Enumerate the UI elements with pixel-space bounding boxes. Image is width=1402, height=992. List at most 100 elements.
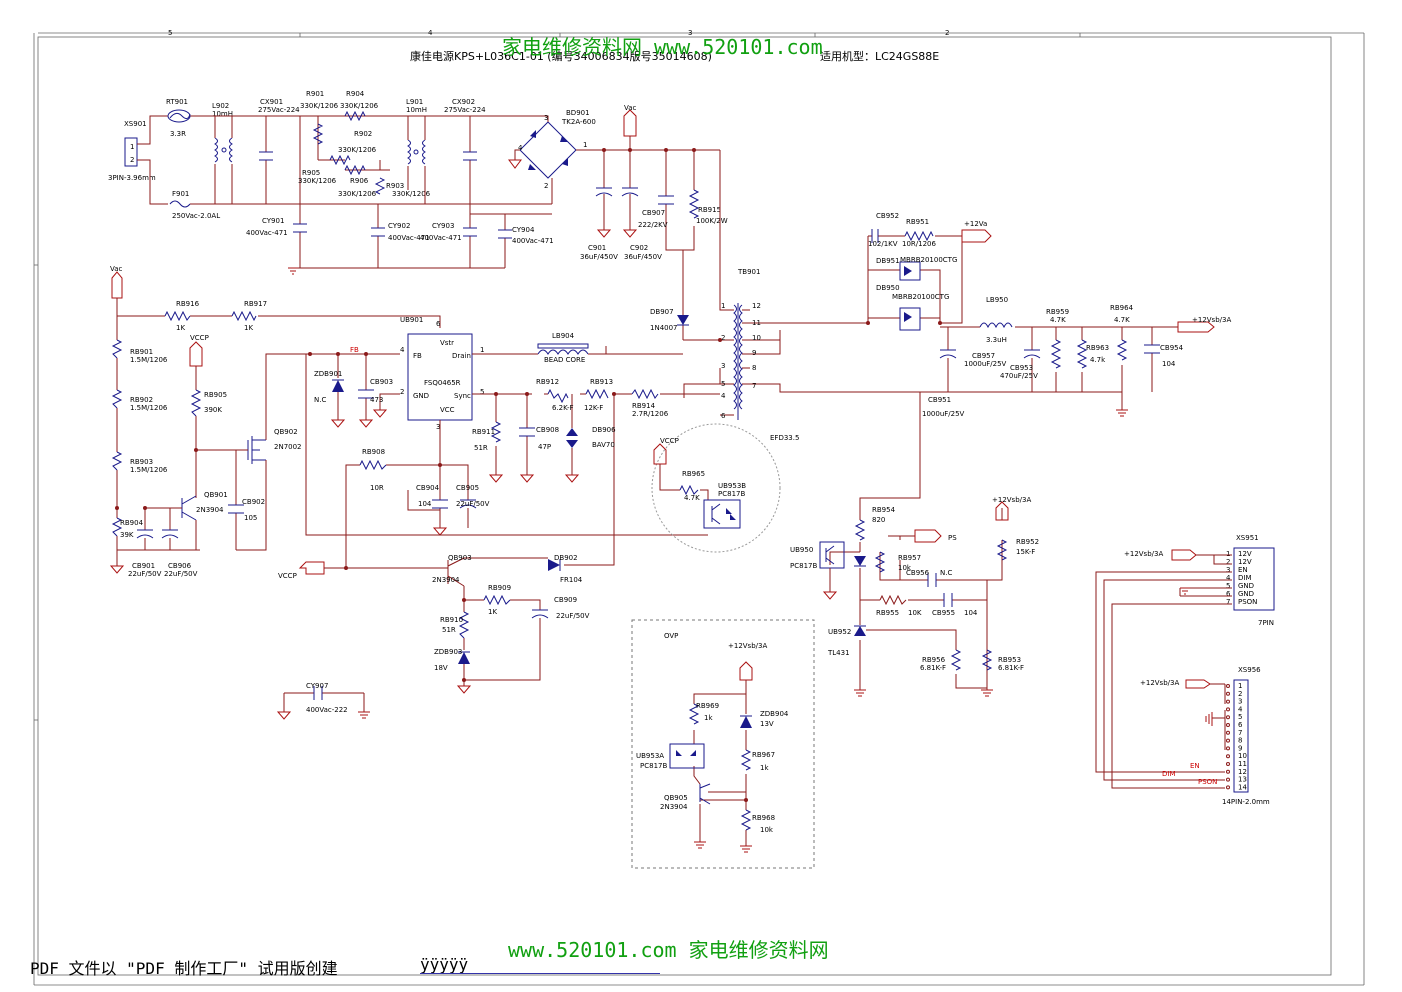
schematic-wire xyxy=(744,798,748,802)
rb904-value: 39K xyxy=(120,531,134,539)
rb902-value: 1.5M/1206 xyxy=(130,404,168,412)
schematic-wire xyxy=(288,267,298,275)
schematic-label: 2 xyxy=(544,182,548,190)
schematic-wire xyxy=(688,703,700,725)
cy903-label: CY903 xyxy=(432,222,454,230)
schematic-wire xyxy=(603,150,631,230)
xs951-pin-number: 5 xyxy=(1226,582,1230,590)
schematic-wire xyxy=(1171,549,1197,561)
schematic-wire xyxy=(1095,554,1232,789)
rb965-label: RB965 xyxy=(682,470,705,478)
schematic-wire xyxy=(740,845,752,853)
schematic-wire xyxy=(407,139,426,165)
r904-label: R904 xyxy=(346,90,365,98)
schematic-wire xyxy=(1205,712,1213,726)
rb912-label: RB912 xyxy=(536,378,559,386)
rb967-value: 1k xyxy=(760,764,769,772)
db907-value: 1N4007 xyxy=(650,324,678,332)
schematic-wire xyxy=(456,685,472,694)
cb906-label: CB906 xyxy=(168,562,192,570)
schematic-wire xyxy=(413,149,419,155)
db902-value: FR104 xyxy=(560,576,583,584)
cb952-value: 102/1KV xyxy=(868,240,898,248)
cy901-value: 400Vac-471 xyxy=(246,229,288,237)
cy904-value: 400Vac-471 xyxy=(512,237,554,245)
rb967-label: RB967 xyxy=(752,751,775,759)
xs956-pin: 7 xyxy=(1238,729,1242,737)
schematic-wire xyxy=(683,150,1122,416)
schematic-wire xyxy=(290,213,552,269)
cy904-label: CY904 xyxy=(512,226,535,234)
cb951-value: 1000uF/25V xyxy=(922,410,965,418)
schematic-wire xyxy=(495,393,720,566)
frame-num-1: 5 xyxy=(168,29,172,37)
rb909-label: RB909 xyxy=(488,584,511,592)
xs956-pin: 12 xyxy=(1238,768,1247,776)
schematic-label: 4 xyxy=(518,144,523,152)
cy901-label: CY901 xyxy=(262,217,284,225)
rb902-label: RB902 xyxy=(130,396,153,404)
xs951-pin-name: 12V xyxy=(1238,558,1252,566)
schematic-wire xyxy=(859,392,921,520)
ic-name: FSQ0465R xyxy=(424,379,461,387)
ps-label: PS xyxy=(948,534,957,542)
rb956-label: RB956 xyxy=(922,656,946,664)
l902-label: L902 xyxy=(212,102,229,110)
schematic-wire xyxy=(344,566,348,570)
schematic-wire xyxy=(829,500,935,690)
rb968-label: RB968 xyxy=(752,814,775,822)
schematic-wire xyxy=(899,307,921,331)
schematic-wire xyxy=(494,392,498,396)
xs951-pin-name: GND xyxy=(1238,590,1254,598)
schematic-wire xyxy=(822,591,838,600)
xs956-pin-marker xyxy=(1226,707,1230,712)
rb954-value: 820 xyxy=(872,516,885,524)
rt901-label: RT901 xyxy=(166,98,188,106)
schematic-wire xyxy=(247,436,266,464)
r903-value: 330K/1206 xyxy=(392,190,431,198)
schematic-wire xyxy=(1076,339,1088,369)
rb911-label: RB911 xyxy=(472,428,495,436)
rb957-value: 10k xyxy=(898,564,912,572)
vac-label-left: Vac xyxy=(110,265,123,273)
schematic-wire xyxy=(547,388,609,404)
xs951-connector xyxy=(1233,547,1275,611)
watermark-bottom: www.520101.com 家电维修资料网 xyxy=(508,938,829,962)
xs956-pin: 8 xyxy=(1238,737,1242,745)
cy907-label: CY907 xyxy=(306,682,328,690)
schematic-wire xyxy=(109,565,125,574)
schematic-wire xyxy=(854,689,993,697)
rb914-value: 2.7R/1206 xyxy=(632,410,669,418)
rb901-label: RB901 xyxy=(130,348,153,356)
xs951-pin-name: GND xyxy=(1238,582,1254,590)
schematic-wire xyxy=(400,115,552,205)
schematic-label: 2 xyxy=(130,156,134,164)
xs956-pin: 3 xyxy=(1238,698,1242,706)
vccp-label-3: VCCP xyxy=(278,572,297,580)
schematic-wire xyxy=(899,261,921,281)
xs951-pin-name: DIM xyxy=(1238,574,1252,582)
ub952-label: UB952 xyxy=(828,628,851,636)
rb905-value: 390K xyxy=(204,406,222,414)
xs951-pin-name: 12V xyxy=(1238,550,1252,558)
pson-label: PSON xyxy=(1198,778,1217,786)
xs956-pin-marker xyxy=(1226,715,1230,720)
ub953b-label: UB953B xyxy=(718,482,746,490)
cb906-value: 22uF/50V xyxy=(164,570,198,578)
zdb904-label: ZDB904 xyxy=(760,710,789,718)
schematic-wire xyxy=(596,229,638,238)
schematic-wire xyxy=(703,499,741,529)
db902-label: DB902 xyxy=(554,554,578,562)
schematic-wire xyxy=(531,614,549,619)
watermark-top: 家电维修资料网 www.520101.com xyxy=(502,35,823,59)
schematic-label: 4 xyxy=(721,392,726,400)
cb952-label: CB952 xyxy=(876,212,899,220)
qb903-label: QB903 xyxy=(448,554,472,562)
f901-label: F901 xyxy=(172,190,189,198)
rb951-value: 10R/1206 xyxy=(902,240,936,248)
r906-label: R906 xyxy=(350,177,369,185)
schematic-wire xyxy=(995,501,1009,521)
schematic-wire xyxy=(462,598,466,602)
schematic-wire xyxy=(623,109,637,137)
xs901-label: XS901 xyxy=(124,120,147,128)
